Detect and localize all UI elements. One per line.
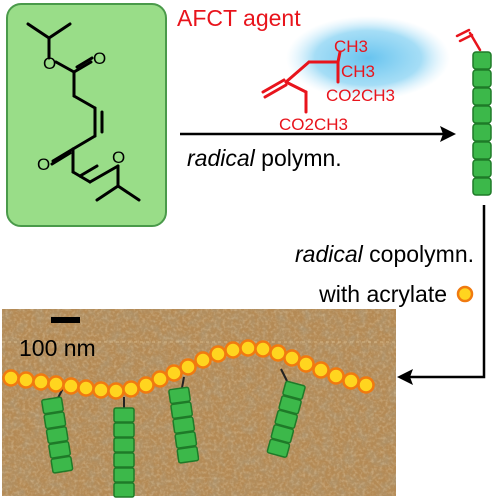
chain-segment (168, 386, 191, 405)
arrow-2-label-line2: with acrylate (318, 281, 447, 307)
chain-segment (472, 105, 492, 124)
arrow-1-label-italic: radical (187, 145, 256, 171)
fumarate-structure (26, 22, 141, 202)
chain-segment (270, 424, 295, 444)
chain-segment (174, 431, 198, 449)
acrylate-bead (107, 382, 125, 400)
side-chain-3 (168, 386, 200, 464)
chain-segment (472, 51, 492, 70)
acrylate-bead (224, 341, 242, 359)
chain-segment (266, 438, 291, 458)
chain-segment (113, 407, 135, 423)
scale-bar (51, 317, 80, 323)
acrylate-bead (62, 377, 80, 395)
monomer-box (6, 3, 167, 227)
arrow-1-label-rest: polymn. (255, 145, 342, 171)
oxygen-atom: O (112, 148, 125, 167)
chain-segment (472, 159, 492, 178)
chain-segment (472, 87, 492, 106)
acrylate-bead (92, 381, 110, 399)
acrylate-bead (17, 371, 35, 389)
vinyl-end (455, 28, 482, 52)
chain-segment (278, 395, 302, 415)
chain-segment (41, 396, 64, 415)
carbonyl-bonds (50, 56, 94, 166)
acrylate-bead (342, 372, 360, 390)
side-chain-2 (113, 407, 135, 498)
acrylate-bead (239, 339, 257, 357)
chain-segment (274, 409, 298, 429)
oxygen-atom: O (37, 155, 50, 174)
acrylate-bead (209, 345, 227, 363)
acrylate-bead (137, 376, 155, 394)
reaction-arrow-2 (410, 205, 486, 379)
oxygen-atoms: O O O O (37, 49, 125, 174)
side-chain-4 (266, 380, 306, 458)
arrow-2-label-rest: copolymn. (363, 241, 474, 267)
chain-segment (472, 141, 492, 160)
acrylate-bead (283, 349, 301, 367)
arrowhead-2 (397, 369, 413, 385)
acrylate-bead (165, 364, 183, 382)
acrylate-bead (122, 380, 140, 398)
polymer-chain-right (472, 51, 492, 196)
arrow-1-label: radical polymn. (187, 145, 342, 171)
ester-group: CO2CH3 (326, 86, 395, 105)
chain-segment (113, 422, 135, 438)
acrylate-bead (47, 375, 65, 393)
afct-agent-structure (261, 50, 342, 114)
chain-segment (113, 467, 135, 483)
acrylate-bead (151, 370, 169, 388)
acrylate-bead (297, 355, 315, 373)
acrylate-bead (327, 367, 345, 385)
arrow-2-label-line1: radical copolymn. (295, 241, 474, 267)
acrylate-bead (312, 361, 330, 379)
oxygen-atom: O (93, 49, 106, 68)
acrylate-bead (357, 376, 375, 394)
acrylate-bead (2, 369, 20, 387)
acrylate-bead (194, 351, 212, 369)
chain-segment (113, 452, 135, 468)
chain-segment (113, 482, 135, 498)
arrowhead-1 (440, 126, 456, 142)
chain-segment (172, 416, 196, 434)
ester-group: CO2CH3 (279, 115, 348, 134)
chain-segment (170, 401, 193, 420)
chain-segment (472, 123, 492, 142)
arrow-2-label-italic: radical (295, 241, 364, 267)
chain-segment (282, 380, 306, 400)
chain-segment (43, 411, 67, 430)
chain-segment (50, 455, 74, 474)
acrylate-bead (269, 344, 287, 362)
chain-segment (113, 437, 135, 453)
side-chain-1 (41, 396, 74, 474)
oxygen-atom: O (43, 54, 56, 73)
chain-segment (176, 445, 200, 464)
acrylate-backbone (2, 339, 375, 400)
acrylate-bead (77, 379, 95, 397)
chain-segment (472, 177, 492, 196)
afct-agent-groups: CH3 CH3 CO2CH3 CO2CH3 (279, 37, 395, 134)
chain-segment (48, 440, 71, 459)
acrylate-bead-icon (456, 285, 474, 303)
acrylate-bead (32, 373, 50, 391)
chain-segment (45, 426, 69, 445)
chain-segment (472, 69, 492, 88)
acrylate-bead (179, 358, 197, 376)
highlight-glow (286, 16, 450, 100)
methyl-group: CH3 (341, 62, 375, 81)
methyl-group: CH3 (334, 37, 368, 56)
acrylate-bead (254, 340, 272, 358)
afct-agent-label: AFCT agent (177, 5, 301, 31)
scale-bar-label: 100 nm (19, 335, 96, 361)
